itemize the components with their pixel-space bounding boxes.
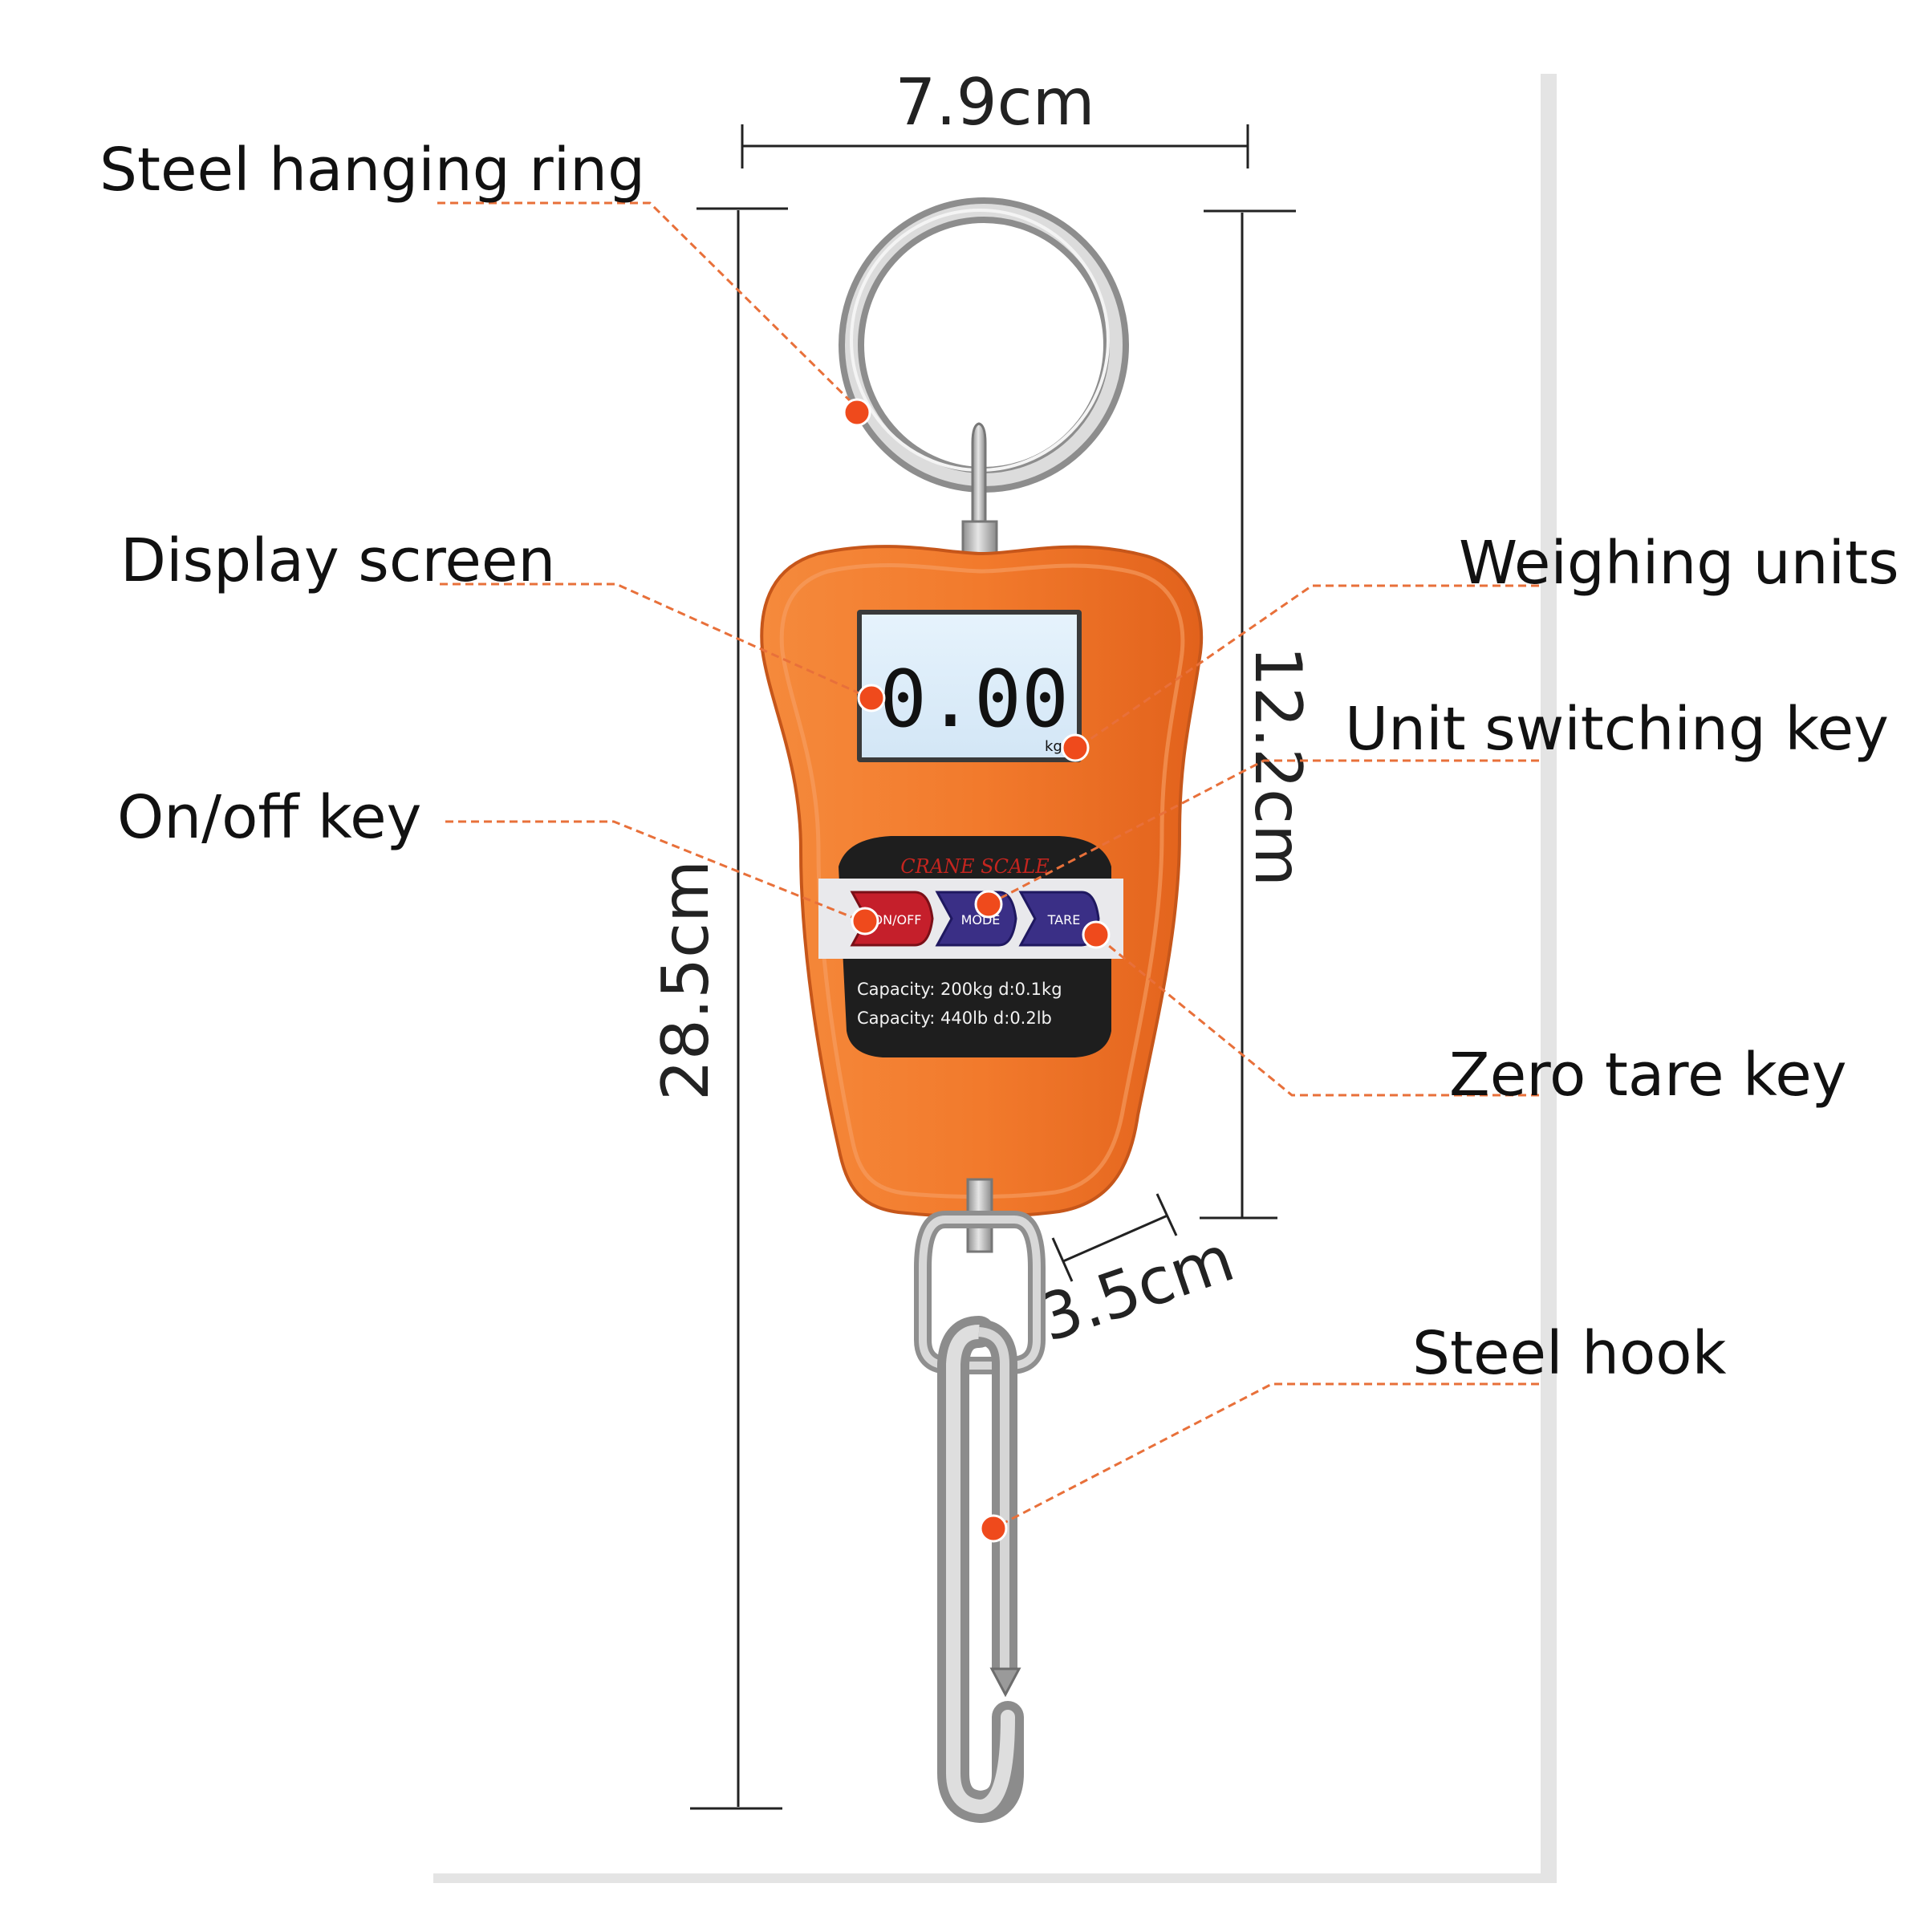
width-dimension (741, 124, 1249, 168)
capacity-kg: Capacity: 200kg d:0.1kg (857, 980, 1062, 999)
capacity-lb: Capacity: 440lb d:0.2lb (857, 1009, 1052, 1028)
body-height-dimension (1200, 209, 1296, 1220)
display-reading: 0.00 (879, 654, 1069, 745)
depth-dimension (1051, 1193, 1178, 1282)
on-off-key-label: ON/OFF (873, 912, 922, 927)
label-on-off-key: On/off key (117, 783, 422, 852)
label-display-screen: Display screen (120, 526, 556, 595)
unit-key-marker (974, 890, 1003, 919)
steel-hook (937, 1316, 1024, 1824)
tare-marker (1082, 920, 1111, 949)
total-height-label: 28.5cm (648, 860, 723, 1101)
label-steel-hanging-ring: Steel hanging ring (99, 136, 646, 205)
label-zero-tare-key: Zero tare key (1449, 1041, 1847, 1110)
label-steel-hook: Steel hook (1412, 1319, 1727, 1388)
units-marker (1061, 733, 1090, 762)
ring-shackle (961, 422, 998, 557)
label-weighing-units: Weighing units (1459, 529, 1899, 598)
label-unit-switching-key: Unit switching key (1345, 695, 1889, 764)
brand-label: CRANE SCALE (900, 855, 1050, 878)
tare-key[interactable]: TARE (1018, 891, 1100, 947)
display-screen (857, 610, 1082, 762)
display-unit: kg (1045, 738, 1062, 755)
tare-key-label: TARE (1047, 912, 1081, 927)
display-marker (857, 684, 886, 712)
onoff-marker (851, 907, 879, 936)
callout-leaders (437, 201, 1539, 1530)
hook-marker (979, 1514, 1008, 1543)
callout-markers (843, 398, 1111, 1543)
ring-marker (843, 398, 871, 427)
width-label: 7.9cm (895, 65, 1094, 140)
total-height-dimension (690, 207, 788, 1810)
